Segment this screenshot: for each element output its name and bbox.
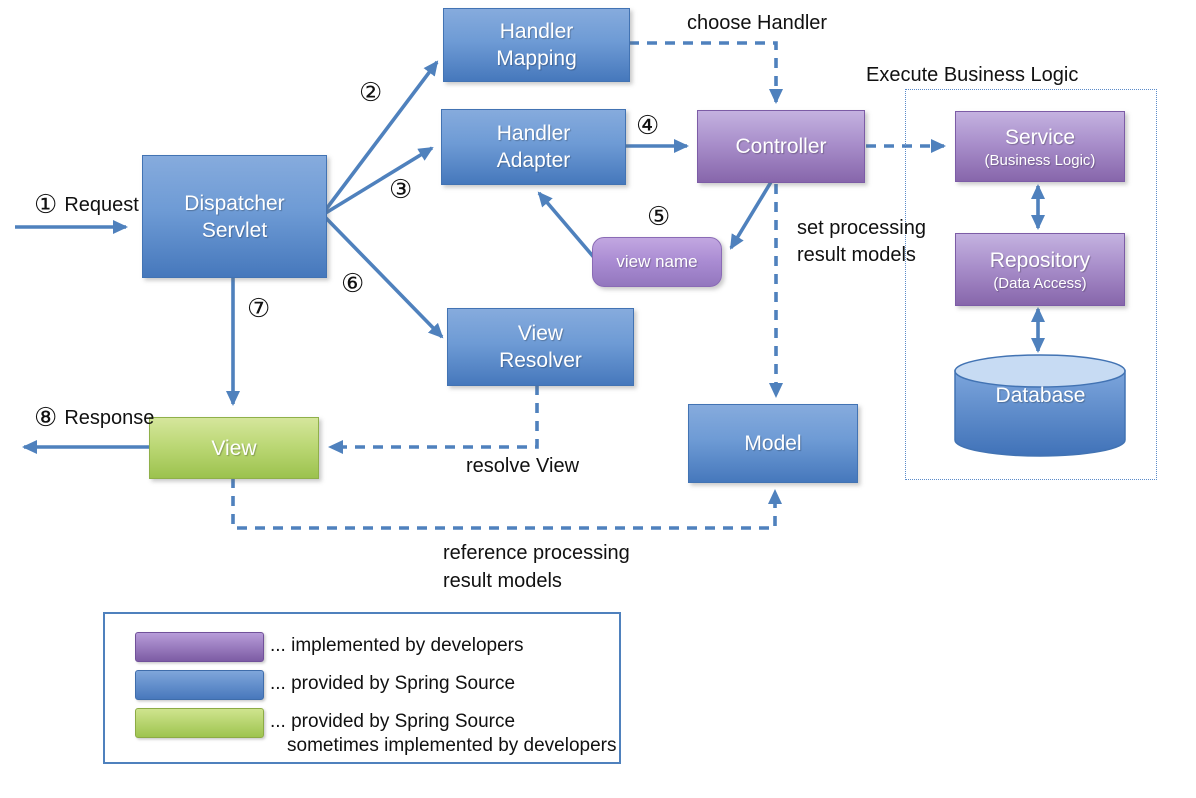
step-7-badge: ⑦ [247,294,271,324]
arrow-view-name-to-handler-adapter [537,191,599,263]
node-model: Model [688,404,858,483]
node-view-resolver: View Resolver [447,308,634,386]
node-label: Controller [735,135,827,158]
response-text: Response [64,407,155,429]
node-label: Model [744,432,802,455]
resolve-view-label: resolve View [466,455,580,477]
node-view-name: view name [592,237,722,287]
reference-processing-label-line1: reference processing [443,542,630,564]
legend-label: ... provided by Spring Source [270,673,516,694]
request-label: ① Request [34,192,139,218]
node-handler-adapter: Handler Adapter [441,109,626,185]
execute-business-logic-zone [905,89,1157,480]
step-1-badge: ① [34,190,58,220]
arrow-dispatcher-to-handler-mapping [322,60,439,214]
arrow-view-resolver-to-view [328,385,539,454]
node-view: View [149,417,319,479]
set-processing-label-line2: result models [797,244,916,266]
request-text: Request [64,194,139,216]
arrow-dispatcher-to-view-resolver [322,214,444,339]
execute-business-logic-label: Execute Business Logic [866,64,1079,86]
step-3-badge: ③ [389,175,413,205]
legend: ... implemented by developers ... provid… [103,612,621,764]
database-label: Database [995,384,1086,407]
node-label: Servlet [201,218,268,242]
response-label: ⑧ Response [34,405,154,431]
step-5-badge: ⑤ [647,202,671,232]
step-8-badge: ⑧ [34,403,58,433]
node-repository: Repository (Data Access) [955,233,1125,306]
node-label: View [517,322,564,345]
node-label: Dispatcher [184,191,285,215]
node-label: Mapping [496,47,577,70]
node-sublabel: (Data Access) [993,274,1087,292]
node-label: Resolver [499,349,582,372]
legend-label: ... implemented by developers [270,635,524,656]
step-6-badge: ⑥ [341,269,365,299]
node-label: Service [1004,125,1076,149]
node-label: Adapter [496,149,571,172]
node-label: Handler [499,20,574,43]
reference-processing-label-line2: result models [443,570,562,592]
database-cylinder-icon [954,354,1126,457]
arrow-view-to-model-reference [231,478,782,530]
legend-label: ... provided by Spring Source [270,711,516,732]
legend-swatch-provided-by-spring [135,670,264,700]
node-label: Repository [989,248,1091,272]
node-handler-mapping: Handler Mapping [443,8,630,82]
choose-handler-label: choose Handler [687,12,828,34]
step-2-badge: ② [359,78,383,108]
node-dispatcher-servlet: Dispatcher Servlet [142,155,327,278]
arrow-controller-to-view-name [729,181,773,250]
node-label: view name [616,252,698,271]
node-label: View [211,436,257,460]
legend-label-line2: sometimes implemented by developers [287,735,617,756]
legend-swatch-provided-sometimes-implemented [135,708,264,738]
node-label: Handler [496,122,571,145]
step-4-badge: ④ [636,111,660,141]
set-processing-label-line1: set processing [797,217,926,239]
node-service: Service (Business Logic) [955,111,1125,182]
node-controller: Controller [697,110,865,183]
arrow-dispatcher-to-handler-adapter [323,146,434,216]
legend-swatch-implemented-by-developers [135,632,264,662]
arrow-choose-handler-path [629,41,783,104]
node-sublabel: (Business Logic) [984,151,1096,169]
